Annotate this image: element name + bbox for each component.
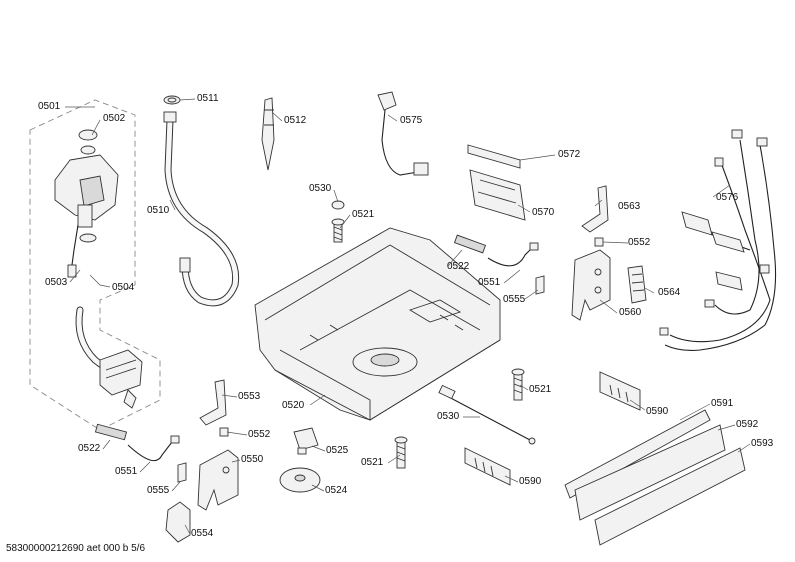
callout-0564: 0564 <box>658 287 681 298</box>
wiring-harness-0576 <box>659 129 777 351</box>
screw-0521-right <box>511 368 525 401</box>
plate-0592 <box>574 424 726 521</box>
callout-0593: 0593 <box>751 438 774 449</box>
callout-0521-bottom: 0521 <box>361 457 384 468</box>
cover-0572 <box>467 144 521 169</box>
bracket-0512 <box>261 97 275 171</box>
callout-0521-right: 0521 <box>529 384 552 395</box>
callout-0591: 0591 <box>711 398 734 409</box>
callout-0555-lower: 0555 <box>147 485 170 496</box>
callout-0592: 0592 <box>736 419 759 430</box>
callout-0590-lower: 0590 <box>519 476 542 487</box>
callout-0551-lower: 0551 <box>115 466 138 477</box>
callout-0575: 0575 <box>400 115 423 126</box>
bracket-0563 <box>581 185 609 233</box>
callout-0576: 0576 <box>716 192 739 203</box>
leader-lines <box>65 98 751 535</box>
callout-0522-upper: 0522 <box>447 261 470 272</box>
bracket-0554 <box>165 501 191 543</box>
connector-0564 <box>627 265 647 304</box>
screw-0521-top <box>331 218 345 243</box>
callout-0563: 0563 <box>618 201 641 212</box>
callout-0504: 0504 <box>112 282 135 293</box>
strip-0522-upper <box>453 234 487 254</box>
callout-0550: 0550 <box>241 454 264 465</box>
base-tub-0520 <box>254 227 501 421</box>
callout-0554: 0554 <box>191 528 214 539</box>
callout-0570: 0570 <box>532 207 555 218</box>
cover-0590-upper <box>599 371 641 411</box>
callout-0520: 0520 <box>282 400 305 411</box>
screw-0521-bottom <box>394 436 408 469</box>
callout-0502: 0502 <box>103 113 126 124</box>
callout-0560: 0560 <box>619 307 642 318</box>
callout-0522-lower: 0522 <box>78 443 101 454</box>
group-outline-0501 <box>29 99 161 431</box>
callout-0524: 0524 <box>325 485 348 496</box>
cover-0590-lower <box>464 447 511 486</box>
document-reference: 58300000212690 aet 000 b 5/6 <box>6 543 146 554</box>
callout-0551-upper: 0551 <box>478 277 501 288</box>
callout-0501: 0501 <box>38 101 61 112</box>
callout-0590-upper: 0590 <box>646 406 669 417</box>
housing-0570 <box>469 169 526 221</box>
callout-0572: 0572 <box>558 149 581 160</box>
callout-0511: 0511 <box>197 93 219 104</box>
callout-0530-top: 0530 <box>309 183 332 194</box>
bracket-0560 <box>571 249 611 321</box>
bracket-0550 <box>197 449 239 511</box>
callout-0510: 0510 <box>147 205 170 216</box>
callout-0512: 0512 <box>284 115 307 126</box>
callout-0525: 0525 <box>326 445 349 456</box>
clip-0525 <box>293 427 319 451</box>
callout-0552-left: 0552 <box>248 429 271 440</box>
aquastop-lower-valve <box>99 349 143 409</box>
callout-0521-top: 0521 <box>352 209 375 220</box>
callout-0553: 0553 <box>238 391 261 402</box>
aquastop-valve <box>54 129 119 278</box>
strip-0522-lower <box>94 423 128 441</box>
plate-0591 <box>564 409 711 499</box>
callout-0555-upper: 0555 <box>503 294 526 305</box>
callout-0552-right: 0552 <box>628 237 651 248</box>
callout-0503: 0503 <box>45 277 68 288</box>
bracket-0553 <box>199 379 227 426</box>
plate-0593 <box>594 447 746 546</box>
callout-0530-bottom: 0530 <box>437 411 460 422</box>
